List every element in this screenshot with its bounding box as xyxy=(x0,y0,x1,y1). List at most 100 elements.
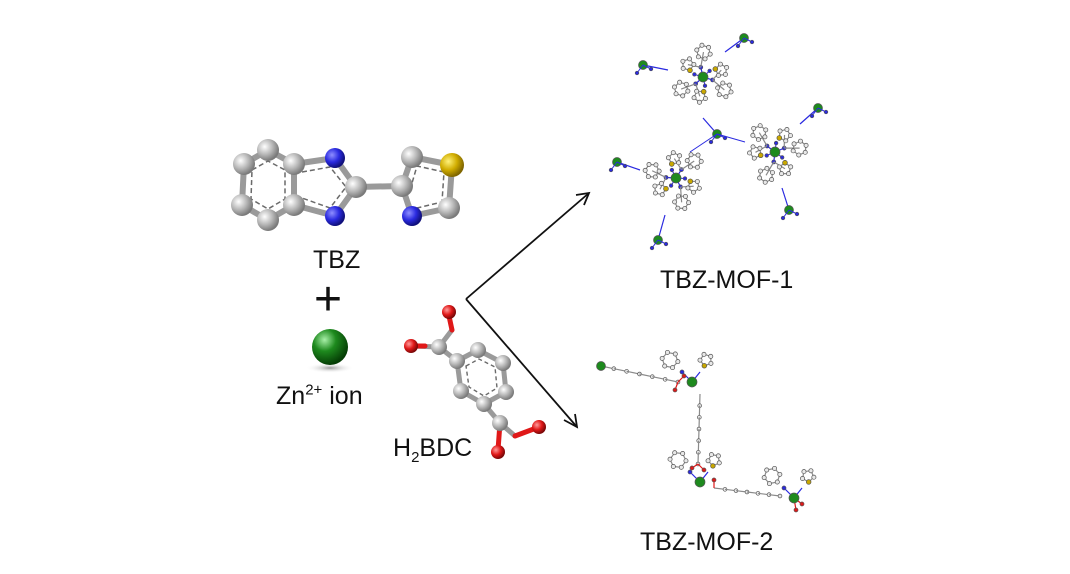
h2bdc-label: H2BDC xyxy=(393,436,472,461)
carbon-atom xyxy=(752,156,756,160)
nitrogen-atom xyxy=(782,486,786,490)
zinc-atom xyxy=(698,72,708,82)
carbon-atom xyxy=(643,168,647,172)
nitrogen-atom xyxy=(736,44,740,48)
tbz-mof-2-label: TBZ-MOF-2 xyxy=(640,530,773,555)
carbon-atom xyxy=(717,461,721,465)
carbon-atom xyxy=(791,149,795,153)
oxygen-atom xyxy=(800,502,804,506)
carbon-atom xyxy=(691,190,695,194)
carbon-atom xyxy=(681,94,685,98)
carbon-atom xyxy=(647,162,651,166)
carbon-atom xyxy=(679,465,683,469)
carbon-atom xyxy=(707,45,711,49)
carbon-atom xyxy=(659,181,663,185)
carbon-atom xyxy=(683,194,687,198)
carbon-atom xyxy=(709,354,713,358)
carbon-atom xyxy=(666,156,670,160)
carbon-atom xyxy=(684,82,688,86)
oxygen-atom xyxy=(702,468,706,472)
carbon-atom xyxy=(653,184,657,188)
carbon-atom xyxy=(723,72,727,76)
nitrogen-atom xyxy=(683,177,687,181)
carbon-atom xyxy=(798,139,802,143)
bond xyxy=(717,134,745,142)
oxygen-atom xyxy=(682,374,686,378)
carbon-atom xyxy=(668,457,672,461)
carbon-atom xyxy=(699,159,703,163)
carbon-atom xyxy=(752,126,756,130)
carbon-atom xyxy=(681,451,685,455)
carbon-atom xyxy=(778,129,782,133)
carbon-atom xyxy=(692,62,696,66)
carbon-atom xyxy=(751,145,755,149)
h2bdc-h: H xyxy=(393,434,411,462)
carbon-atom xyxy=(706,459,710,463)
carbon-atom xyxy=(686,186,690,190)
sulfur-atom xyxy=(783,160,788,165)
carbon-atom xyxy=(777,165,781,169)
carbon-atom xyxy=(809,469,813,473)
zinc-atom xyxy=(671,173,681,183)
carbon-atom xyxy=(804,143,808,147)
sulfur-atom xyxy=(711,464,716,469)
carbon-atom xyxy=(800,476,804,480)
zn-ion-label: Zn2+ ion xyxy=(276,384,363,409)
carbon-atom xyxy=(695,89,699,93)
carbon-atom xyxy=(681,59,685,63)
carbon-atom xyxy=(660,193,664,197)
carbon-atom xyxy=(678,154,682,158)
nitrogen-atom xyxy=(780,156,784,160)
carbon-atom xyxy=(709,452,713,456)
carbon-atom xyxy=(703,57,707,61)
zinc-atom xyxy=(789,493,799,503)
carbon-atom xyxy=(758,176,762,180)
nitrogen-atom xyxy=(680,370,684,374)
zn-ion-sphere-icon xyxy=(306,329,354,373)
carbon-atom xyxy=(718,62,722,66)
carbon-atom xyxy=(673,352,677,356)
carbon-atom xyxy=(802,469,806,473)
carbon-atom xyxy=(683,206,687,210)
carbon-atom xyxy=(725,65,729,69)
carbon-atom xyxy=(747,151,751,155)
carbon-atom xyxy=(686,89,690,93)
carbon-atom xyxy=(716,86,720,90)
carbon-atom xyxy=(762,475,766,479)
carbon-atom xyxy=(654,163,658,167)
bond xyxy=(690,134,717,152)
carbon-atom xyxy=(724,95,728,99)
carbon-atom xyxy=(673,451,677,455)
nitrogen-atom xyxy=(774,141,778,145)
tbz-mof-2-structure xyxy=(597,350,816,512)
carbon-atom xyxy=(671,151,675,155)
nitrogen-atom xyxy=(669,184,673,188)
carbon-atom xyxy=(803,150,807,154)
carbon-atom xyxy=(678,80,682,84)
carbon-atom xyxy=(677,161,681,165)
carbon-atom xyxy=(671,464,675,468)
carbon-atom xyxy=(729,90,733,94)
carbon-atom xyxy=(763,180,767,184)
zinc-atom xyxy=(687,377,697,387)
zn-charge: 2+ xyxy=(305,382,322,399)
carbon-atom xyxy=(751,133,755,137)
carbon-atom xyxy=(696,55,700,59)
tbz-mof-1-label: TBZ-MOF-1 xyxy=(660,268,793,293)
tbz-mof-1-structure xyxy=(609,34,828,250)
sulfur-atom xyxy=(688,68,693,73)
nitrogen-atom xyxy=(810,114,814,118)
oxygen-atom xyxy=(794,508,798,512)
carbon-atom xyxy=(758,124,762,128)
carbon-atom xyxy=(770,177,774,181)
carbon-atom xyxy=(758,169,762,173)
carbon-atom xyxy=(812,475,816,479)
sulfur-atom xyxy=(664,186,669,191)
carbon-atom xyxy=(775,480,779,484)
carbon-atom xyxy=(709,361,713,365)
carbon-atom xyxy=(663,364,667,368)
nitrogen-atom xyxy=(750,40,754,44)
sulfur-atom xyxy=(701,89,706,94)
carbon-atom xyxy=(772,466,776,470)
